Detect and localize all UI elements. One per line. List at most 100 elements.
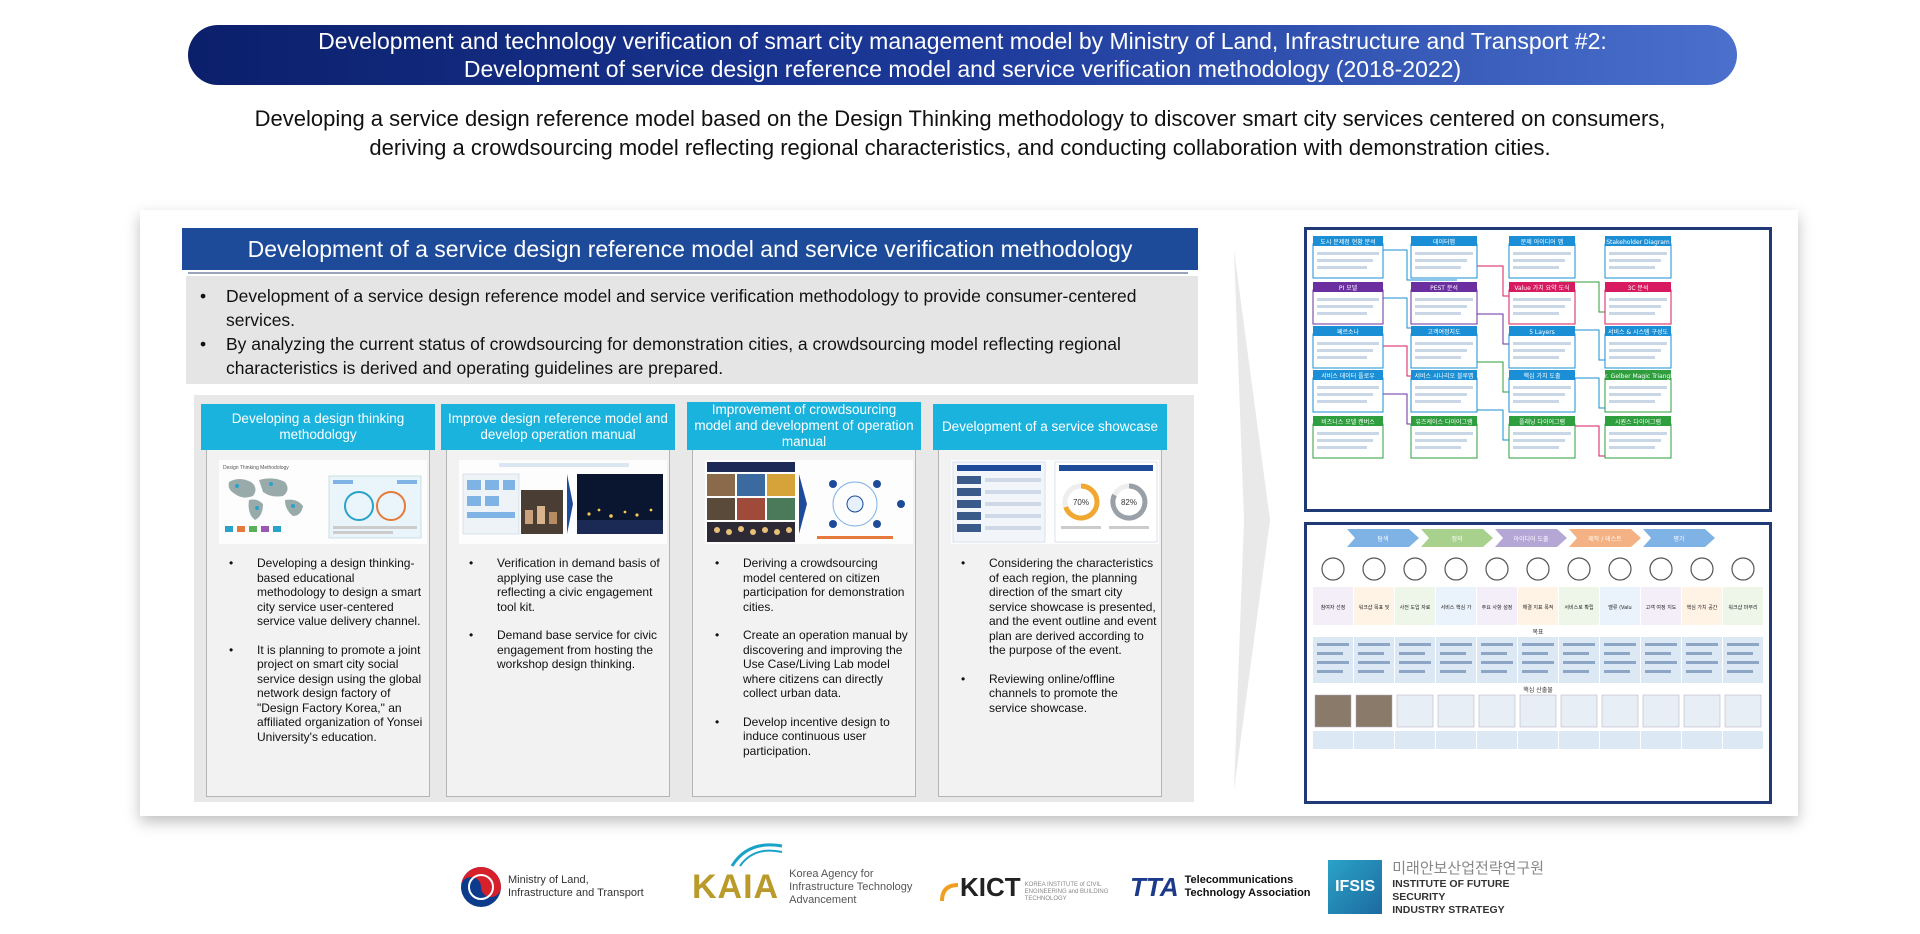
tool-box-header <box>1605 326 1671 336</box>
goal-text-line <box>1317 661 1349 664</box>
tool-box-content-line <box>1513 312 1559 315</box>
phase-chevron <box>1347 529 1419 547</box>
tool-box-content-line <box>1415 446 1461 449</box>
tta-name-line1: Telecommunications <box>1184 874 1294 886</box>
output-thumbnail <box>1437 694 1475 728</box>
ifsis-box: IFSIS <box>1328 860 1383 914</box>
tool-box-content-line <box>1609 393 1661 396</box>
output-label-box <box>1477 731 1517 749</box>
goal-text-line <box>1686 652 1712 655</box>
tool-box: 서비스 & 시스템 구성도 <box>1604 326 1672 369</box>
step-box <box>1518 587 1558 625</box>
tool-box-content-line <box>1609 266 1655 269</box>
tool-box-content-line <box>1513 266 1559 269</box>
phase-chevron <box>1421 529 1493 547</box>
step-icon <box>1321 557 1345 581</box>
tool-box-header <box>1509 370 1575 380</box>
card-bullet: Develop incentive design to induce conti… <box>715 715 911 759</box>
card-title: Improve design reference model and devel… <box>441 404 675 450</box>
tool-box-content-line <box>1513 259 1565 262</box>
connector-line <box>1367 249 1457 281</box>
card-title: Improvement of crowdsourcing model and d… <box>687 402 921 450</box>
card-bullet-list: Verification in demand basis of applying… <box>469 556 665 686</box>
goal-text-line <box>1522 661 1554 664</box>
goal-text-line <box>1645 661 1677 664</box>
logo-kict: KICT KOREA INSTITUTE of CIVIL ENGINEERIN… <box>940 857 1135 917</box>
step-box <box>1559 587 1599 625</box>
tool-box-label: 고객여정지도 <box>1427 328 1461 336</box>
tool-box: 서비스 데이터 플로우 <box>1312 370 1384 413</box>
tool-box-content-line <box>1317 386 1379 389</box>
molit-name-line2: Infrastructure and Transport <box>508 887 644 899</box>
output-label-box <box>1354 731 1394 749</box>
summary-bullets-box: Development of a service design referenc… <box>186 276 1198 384</box>
output-thumbnail <box>1683 694 1721 728</box>
logo-tta: TTA Telecommunications Technology Associ… <box>1130 857 1311 917</box>
tool-box-content-line <box>1609 349 1661 352</box>
card-image-crowdsourcing <box>705 460 913 544</box>
tool-box-content-line <box>1513 356 1559 359</box>
tool-box: 유즈케이스 다이어그램 <box>1410 416 1478 459</box>
goal-text-line <box>1358 670 1384 673</box>
cards-area: Developing a design thinking methodology… <box>194 395 1194 802</box>
goal-text-line <box>1440 652 1466 655</box>
tool-box-header <box>1313 370 1383 380</box>
tool-box-header <box>1509 282 1575 292</box>
main-panel: Development of a service design referenc… <box>140 210 1798 816</box>
output-label-box <box>1600 731 1640 749</box>
tool-box: Dr. Gelber Magic Triangle <box>1600 370 1676 413</box>
output-label-box <box>1436 731 1476 749</box>
tool-box-content-line <box>1317 439 1373 442</box>
phase-chevron <box>1643 529 1715 547</box>
tool-box-label: 도시 문제점 현황 분석 <box>1320 238 1375 246</box>
goal-text-line <box>1686 643 1718 646</box>
goal-label: 목표 <box>1532 629 1544 636</box>
tool-box-content-line <box>1317 432 1379 435</box>
tool-box-label: Stakeholder Diagram <box>1606 239 1670 246</box>
tool-box-content-line <box>1415 298 1473 301</box>
tool-box-content-line <box>1415 259 1467 262</box>
tool-box-content-line <box>1609 400 1655 403</box>
goal-text-line <box>1481 670 1507 673</box>
step-label: 참여자 선정 <box>1321 604 1346 611</box>
step-label: 해결 지표 목적 <box>1523 604 1554 611</box>
ifsis-name-line2: INDUSTRY STRATEGY <box>1392 904 1505 916</box>
tool-box-content-line <box>1513 342 1571 345</box>
card-design-thinking: Developing a design thinking methodology… <box>201 404 435 797</box>
tool-box-header <box>1509 236 1575 246</box>
tool-box-content-line <box>1609 439 1661 442</box>
output-label-box <box>1723 731 1763 749</box>
tool-box-content-line <box>1317 356 1367 359</box>
step-box <box>1723 587 1763 625</box>
tool-box-content-line <box>1513 393 1565 396</box>
tool-box: Value 가치 요약 도식 <box>1508 282 1576 325</box>
card-bullet: Verification in demand basis of applying… <box>469 556 665 614</box>
molit-name-line1: Ministry of Land, <box>508 874 589 886</box>
tool-box-content-line <box>1415 266 1461 269</box>
subtitle-line-1: Developing a service design reference mo… <box>254 106 1666 131</box>
tool-box-label: Value 가치 요약 도식 <box>1514 284 1569 292</box>
step-icon <box>1444 557 1468 581</box>
goal-text-line <box>1727 652 1753 655</box>
output-thumbnail <box>1724 694 1762 728</box>
tool-box-label: 유즈케이스 다이어그램 <box>1415 418 1472 426</box>
step-box <box>1600 587 1640 625</box>
goal-text-line <box>1645 643 1677 646</box>
tool-box-label: 페르소나 <box>1337 328 1360 336</box>
goal-text-line <box>1563 643 1595 646</box>
step-box <box>1682 587 1722 625</box>
goal-text-line <box>1727 670 1753 673</box>
tool-box-content-line <box>1513 305 1565 308</box>
card-bullet: It is planning to promote a joint projec… <box>229 643 425 745</box>
tool-box-content-line <box>1609 305 1661 308</box>
step-box <box>1477 587 1517 625</box>
pct-b: 82% <box>1121 498 1137 507</box>
tool-box: 문제 아이디어 맵 <box>1508 236 1576 279</box>
step-icon <box>1567 557 1591 581</box>
step-box <box>1313 587 1353 625</box>
tta-wordmark: TTA <box>1130 871 1179 902</box>
tool-box: Stakeholder Diagram <box>1604 236 1672 279</box>
tool-box-label: 5 Layers <box>1529 329 1555 336</box>
